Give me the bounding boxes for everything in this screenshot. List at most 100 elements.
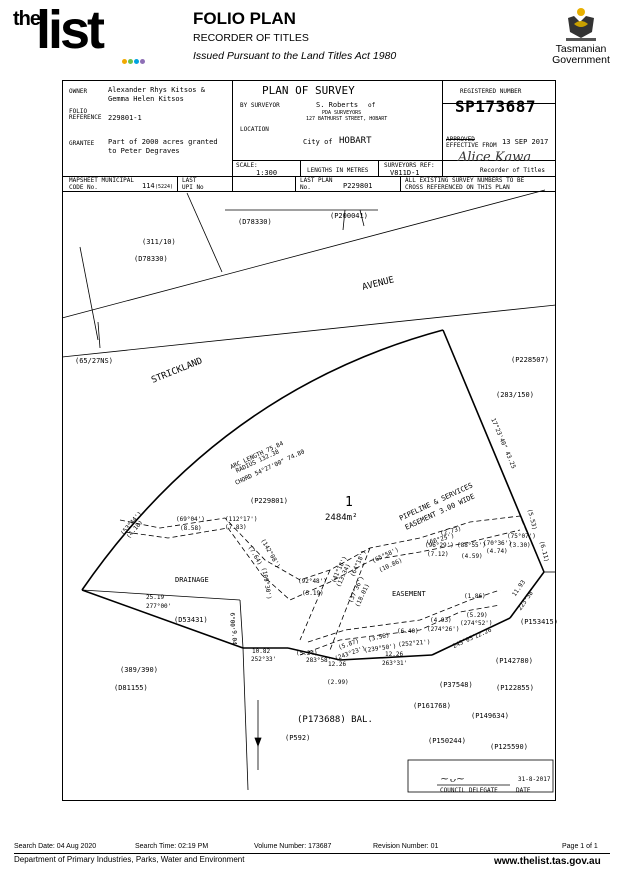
label-p37548: (P37548) xyxy=(439,681,473,689)
last-plan-value: P229801 xyxy=(343,182,373,190)
label-70-36: (70°36') xyxy=(483,540,512,547)
label-d78330-left: (D78330) xyxy=(134,255,168,263)
label-389-390: (389/390) xyxy=(120,666,158,674)
label-6-40: (6.40) xyxy=(397,628,419,635)
mapsheet-sub: (5224) xyxy=(155,184,174,190)
surveyor-firm-address: 127 BATHURST STREET, HOBART xyxy=(306,116,388,122)
issued-note: Issued Pursuant to the Land Titles Act 1… xyxy=(193,50,397,62)
label-p153415: (P153415) xyxy=(520,618,558,626)
logo-dots xyxy=(122,51,146,69)
logo-dot xyxy=(128,59,133,64)
scale-value: 1:300 xyxy=(256,169,278,177)
mapsheet-label-2: CODE No. xyxy=(69,184,98,191)
label-p173688-bal: (P173688) BAL. xyxy=(297,715,373,725)
logo-list-text: list xyxy=(36,0,105,60)
label-p228507: (P228507) xyxy=(511,356,549,364)
avenue-upper-line xyxy=(61,189,546,319)
label-7-12: (7.12) xyxy=(427,551,449,558)
revision-number: Revision Number: 01 xyxy=(373,843,439,850)
logo-dot xyxy=(122,59,127,64)
boundary-line xyxy=(186,192,223,273)
title-block-divider xyxy=(442,103,556,104)
title-block-divider xyxy=(62,176,556,177)
label-12-26b: 12.26 xyxy=(385,651,404,658)
label-283-150: (283/150) xyxy=(496,391,534,399)
label-12-26a: 12.26 xyxy=(328,661,347,668)
label-277-00: 277°00' xyxy=(146,603,172,610)
title-block-vdivider xyxy=(232,80,233,191)
last-plan-label-2: No. xyxy=(300,184,311,191)
label-263-31: 263°31' xyxy=(382,660,408,667)
council-delegate-signature-icon: ~ᴗ~ xyxy=(440,772,465,785)
label-311-10: (311/10) xyxy=(142,238,176,246)
label-d53431: (D53431) xyxy=(174,616,208,624)
surveyors-ref-label: SURVEYORS REF: xyxy=(384,162,435,169)
easement-dashed-line xyxy=(299,604,501,656)
folio-label-1: FOLIO xyxy=(69,108,88,115)
label-4-93: (4.93) xyxy=(430,617,452,624)
label-25-19: 25.19 xyxy=(146,594,165,601)
label-p200041: (P200041) xyxy=(330,212,368,220)
lot-east-boundary xyxy=(442,329,545,573)
lot-area: 2484m² xyxy=(325,513,358,523)
title-block-divider xyxy=(232,160,556,161)
mapsheet-value: 114 xyxy=(142,182,155,190)
lot-boundary xyxy=(339,654,433,661)
council-delegate-label: COUNCIL DELEGATE xyxy=(440,787,498,794)
label-88-55: (88°55') xyxy=(457,542,486,549)
easement-dashed-line xyxy=(329,547,371,651)
label-p149634: (P149634) xyxy=(471,712,509,720)
recorder-subtitle: RECORDER OF TITLES xyxy=(193,32,309,44)
label-2-99: (2.99) xyxy=(327,679,349,686)
north-arrow-icon xyxy=(254,737,262,748)
surveyors-ref-value: V811D-1 xyxy=(390,169,420,177)
lot-boundary xyxy=(81,589,244,649)
label-69-04: (69°04') xyxy=(176,516,205,523)
label-274-52: (274°52') xyxy=(460,620,493,627)
lengths-in-metres: LENGTHS IN METRES xyxy=(307,167,369,174)
folio-label-2: REFERENCE xyxy=(69,114,102,121)
of-label: of xyxy=(368,102,376,109)
label-1-86: (1.86) xyxy=(464,593,486,600)
label-p142780: (P142780) xyxy=(495,657,533,665)
website-link[interactable]: www.thelist.tas.gov.au xyxy=(494,856,601,867)
registered-number-label: REGISTERED NUMBER xyxy=(460,88,522,95)
label-112-17: (112°17') xyxy=(225,516,258,523)
plan-of-survey-heading: PLAN OF SURVEY xyxy=(262,84,355,97)
boundary-line xyxy=(242,647,249,791)
approved-label: APPROVED xyxy=(446,136,475,143)
mapsheet-label-1: MAPSHEET MUNICIPAL xyxy=(69,177,135,184)
boundary-line xyxy=(79,246,99,341)
title-block-vdivider xyxy=(400,176,401,191)
label-p229801: (P229801) xyxy=(250,497,288,505)
lot-boundary xyxy=(431,617,511,656)
easement-dashed-line xyxy=(307,589,501,643)
label-3-30: (3.30) xyxy=(509,542,531,549)
council-signature-box xyxy=(407,759,554,793)
search-time: Search Time: 02:19 PM xyxy=(135,843,209,850)
title-block-bottom xyxy=(62,191,556,192)
owner-name-1: Alexander Rhys Kitsos & xyxy=(108,86,205,94)
boundary-line xyxy=(97,321,101,349)
label-5-24: (5.24) xyxy=(296,650,318,657)
label-65-27: (65/27NS) xyxy=(75,357,113,365)
page-count: Page 1 of 1 xyxy=(562,843,598,850)
title-block-vdivider xyxy=(300,160,301,176)
city-of-label: City of xyxy=(303,138,333,146)
footer-rule xyxy=(14,853,610,854)
recorder-of-titles-label: Recorder of Titles xyxy=(480,167,546,174)
recorder-signature: Alice Kawa xyxy=(458,150,532,165)
by-surveyor-label: BY SURVEYOR xyxy=(240,102,280,109)
gov-line-2: Government xyxy=(552,54,610,66)
boundary-line xyxy=(239,599,244,649)
plan-frame xyxy=(62,80,556,801)
surveyor-firm: PDA SURVEYORS xyxy=(322,110,362,116)
easement-label: EASEMENT xyxy=(392,590,426,598)
label-10-82: 10.82 xyxy=(252,648,271,655)
folio-value: 229801-1 xyxy=(108,114,142,122)
lot-number: 1 xyxy=(345,495,353,510)
location-label: LOCATION xyxy=(240,126,269,133)
logo-dot xyxy=(140,59,145,64)
title-block-vdivider xyxy=(442,80,443,176)
label-p161768: (P161768) xyxy=(413,702,451,710)
